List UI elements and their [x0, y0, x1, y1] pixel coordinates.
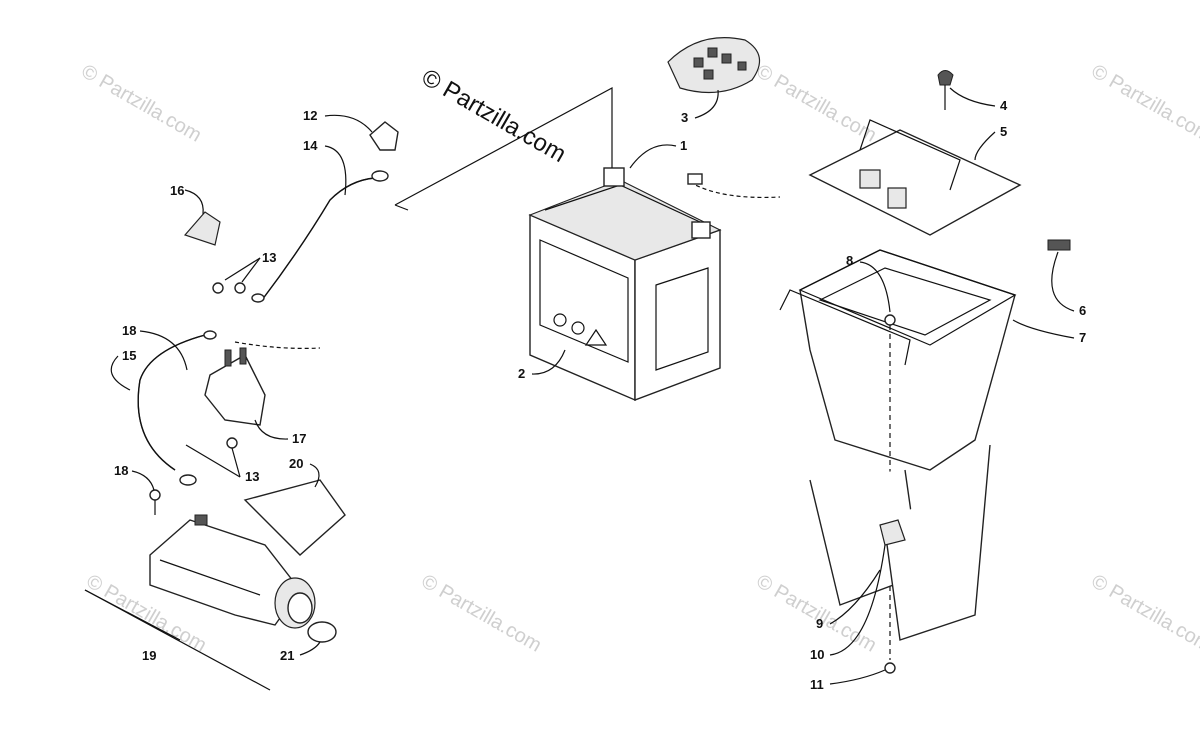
- callout-18-lower: 18: [114, 463, 128, 478]
- callout-15: 15: [122, 348, 136, 363]
- callout-18-upper: 18: [122, 323, 136, 338]
- callout-19: 19: [142, 648, 156, 663]
- callout-11: 11: [810, 677, 824, 692]
- watermark-top-right: © Partzilla.com: [1088, 60, 1200, 146]
- callout-5: 5: [1000, 124, 1007, 139]
- o-ring: [307, 621, 337, 643]
- battery-box-assembly: [779, 70, 1071, 674]
- callout-17: 17: [292, 431, 306, 446]
- watermark-top-center: © Partzilla.com: [753, 60, 881, 146]
- starter-cover: [243, 479, 346, 556]
- positive-cable-assembly: [251, 121, 399, 303]
- battery-strap-wire: [687, 173, 781, 198]
- callout-3: 3: [681, 110, 688, 125]
- callout-12: 12: [303, 108, 317, 123]
- callout-4: 4: [1000, 98, 1008, 113]
- callout-8: 8: [846, 253, 853, 268]
- watermark-top-left: © Partzilla.com: [78, 60, 206, 146]
- nuts: [212, 282, 246, 449]
- watermark-bottom-center: © Partzilla.com: [418, 570, 546, 656]
- callout-10: 10: [810, 647, 824, 662]
- battery-hardware-kit: [667, 37, 761, 94]
- callout-6: 6: [1079, 303, 1086, 318]
- callout-16: 16: [170, 183, 184, 198]
- callout-21: 21: [280, 648, 294, 663]
- terminal-boot: [183, 211, 221, 246]
- callout-1: 1: [680, 138, 687, 153]
- callout-9: 9: [816, 616, 823, 631]
- callout-7: 7: [1079, 330, 1086, 345]
- callout-13-upper: 13: [262, 250, 276, 265]
- battery-assembly: [394, 86, 722, 402]
- callout-2: 2: [518, 366, 525, 381]
- callout-20: 20: [289, 456, 303, 471]
- callout-14: 14: [303, 138, 318, 153]
- callouts: 1 2 3 4 5 6 7 8 9 10 11 12 14 16 13 18: [110, 87, 1086, 692]
- callout-13-lower: 13: [245, 469, 259, 484]
- screw: [149, 489, 161, 515]
- starter-motor: [84, 514, 316, 691]
- watermark-bottom-right: © Partzilla.com: [1088, 570, 1200, 656]
